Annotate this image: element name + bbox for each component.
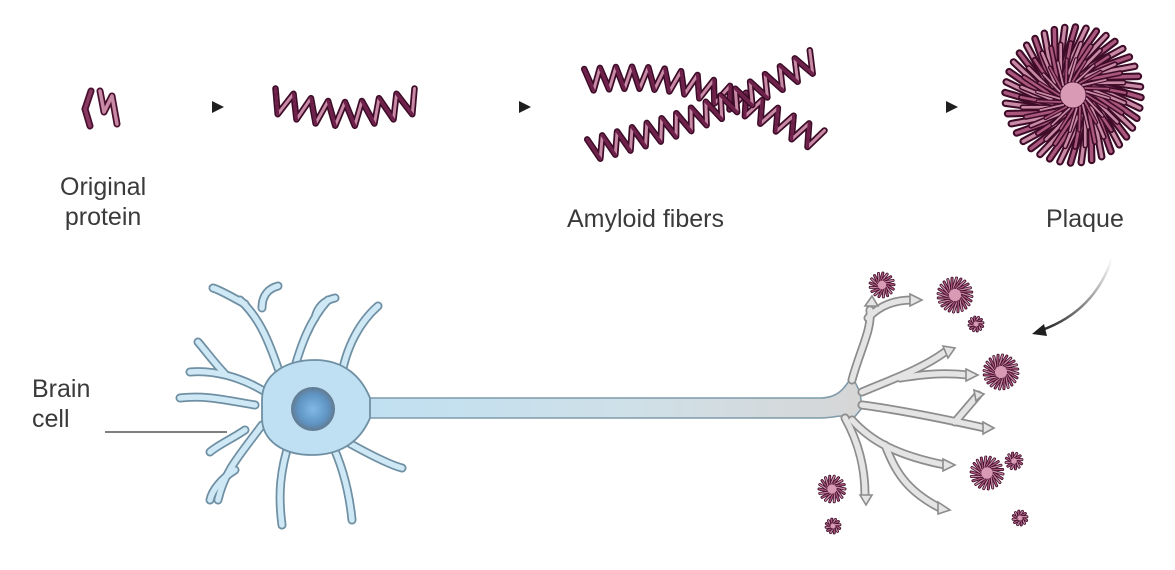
small-plaque-icon bbox=[1011, 509, 1029, 527]
small-plaques bbox=[817, 271, 1029, 535]
label-amyloid-fibers: Amyloid fibers bbox=[567, 205, 724, 233]
plaque-icon bbox=[1001, 23, 1145, 167]
label-brain-cell-line-2: cell bbox=[32, 405, 70, 433]
nucleus bbox=[291, 387, 335, 431]
protein-monomer-icon bbox=[81, 87, 121, 130]
small-plaque-icon bbox=[824, 517, 842, 535]
arrow-1-icon bbox=[145, 101, 224, 113]
small-plaque-icon bbox=[868, 271, 896, 299]
label-plaque: Plaque bbox=[1046, 205, 1124, 233]
neuron-icon bbox=[175, 281, 996, 530]
arrow-3-icon bbox=[850, 101, 958, 113]
small-plaque-icon bbox=[936, 276, 974, 314]
label-brain-cell: Brain cell bbox=[32, 374, 90, 434]
label-original-protein: Original protein bbox=[60, 172, 146, 232]
amyloid-fiber-icon bbox=[580, 47, 828, 162]
oligomer-icon bbox=[272, 85, 418, 129]
label-original-protein-line-1: Original bbox=[60, 173, 147, 201]
small-plaque-icon bbox=[1004, 451, 1024, 471]
small-plaque-icon bbox=[967, 315, 985, 333]
small-plaque-icon bbox=[817, 474, 847, 504]
arrow-2-icon bbox=[455, 101, 531, 113]
small-plaque-icon bbox=[969, 455, 1005, 491]
label-brain-cell-line-1: Brain bbox=[32, 375, 91, 403]
label-original-protein-line-2: protein bbox=[64, 203, 142, 231]
curved-arrow-icon bbox=[1032, 257, 1114, 336]
small-plaque-icon bbox=[982, 353, 1020, 391]
